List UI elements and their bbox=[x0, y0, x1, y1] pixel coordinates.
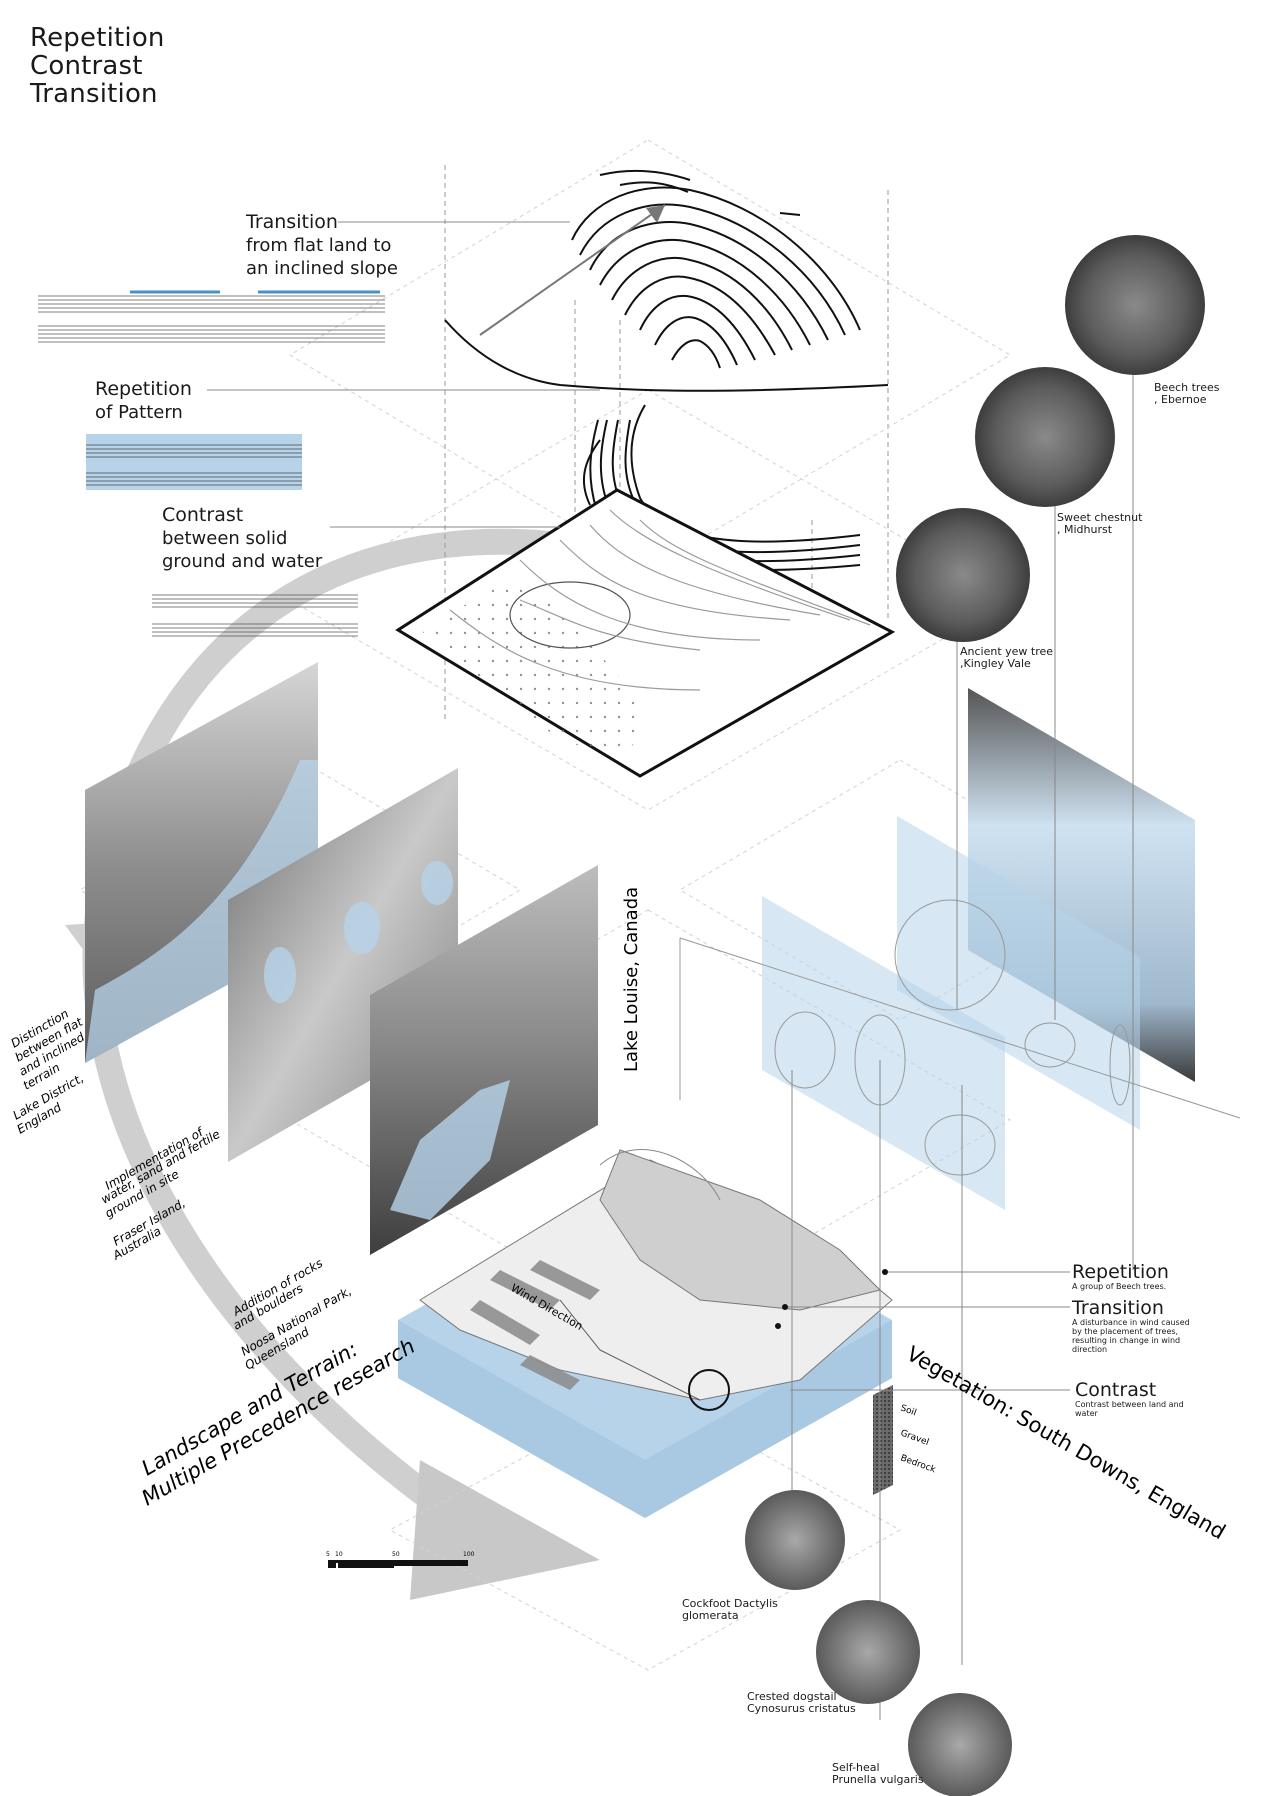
legend-desc: water bbox=[1075, 1409, 1098, 1418]
legend-contrast: Contrast Contrast between land and water bbox=[1075, 1380, 1184, 1418]
vegetation-frame bbox=[679, 937, 1241, 1119]
tree-place: , Midhurst bbox=[1057, 523, 1113, 536]
plan-diamond bbox=[395, 488, 896, 778]
plant-caption-cocksfoot: Cockfoot Dactylis glomerata bbox=[682, 1598, 778, 1622]
legend-transition: Transition A disturbance in wind caused … bbox=[1072, 1298, 1190, 1354]
scale-10: 10 bbox=[335, 1551, 343, 1558]
site-block bbox=[398, 1149, 893, 1518]
tree-name: Sweet chestnut bbox=[1057, 511, 1143, 524]
label-contrast: Contrast between solid ground and water bbox=[162, 504, 322, 573]
label-body: from flat land to bbox=[246, 235, 392, 256]
vegetation-title: Vegetation: South Downs, England bbox=[903, 1342, 1230, 1545]
tree-disc-chestnut bbox=[975, 367, 1115, 507]
tree-disc-yew bbox=[896, 508, 1030, 642]
plant-name: Cynosurus cristatus bbox=[747, 1702, 856, 1715]
tree-caption-yew: Ancient yew tree ,Kingley Vale bbox=[960, 646, 1053, 670]
legend-desc: resulting in change in wind bbox=[1072, 1336, 1181, 1345]
plant-name: Prunella vulgaris bbox=[832, 1773, 924, 1786]
vegetation-sketches bbox=[774, 899, 1131, 1176]
stratum-soil: Soil bbox=[899, 1403, 918, 1418]
tree-name: Ancient yew tree bbox=[960, 645, 1054, 658]
photo-noosa bbox=[370, 865, 598, 1255]
legend-desc: A disturbance in wind caused bbox=[1072, 1318, 1190, 1327]
title-line: Transition bbox=[30, 79, 158, 109]
plant-name: Crested dogstail bbox=[747, 1690, 837, 1703]
scale-bar-graphic bbox=[328, 1560, 468, 1568]
score-contrast bbox=[152, 594, 358, 637]
plant-disc-selfheal bbox=[908, 1693, 1012, 1796]
score-transition bbox=[38, 290, 385, 343]
tree-name: Beech trees bbox=[1154, 381, 1220, 394]
tree-place: , Ebernoe bbox=[1154, 393, 1207, 406]
photo-fraser-island bbox=[228, 768, 458, 1162]
label-body: between solid bbox=[162, 528, 288, 549]
stratum-bedrock: Bedrock bbox=[899, 1453, 938, 1475]
scale-100: 100 bbox=[463, 1551, 475, 1558]
legend-desc: by the placement of trees, bbox=[1072, 1327, 1179, 1336]
plant-name: Self-heal bbox=[832, 1761, 880, 1774]
plant-caption-selfheal: Self-heal Prunella vulgaris bbox=[832, 1762, 924, 1786]
label-head: Repetition bbox=[95, 378, 192, 400]
legend-desc: direction bbox=[1072, 1345, 1108, 1354]
legend-head: Contrast bbox=[1075, 1379, 1157, 1401]
label-head: Contrast bbox=[162, 504, 244, 526]
plant-disc-dogstail bbox=[816, 1600, 920, 1704]
title-line: Contrast bbox=[30, 51, 143, 81]
label-body: ground and water bbox=[162, 551, 323, 572]
title-line: Repetition bbox=[30, 23, 165, 53]
vegetation-panel-front bbox=[762, 896, 1005, 1210]
tree-caption-chestnut: Sweet chestnut , Midhurst bbox=[1057, 512, 1142, 536]
stratum-gravel: Gravel bbox=[899, 1428, 930, 1448]
score-repetition bbox=[86, 434, 302, 490]
label-body: an inclined slope bbox=[246, 258, 398, 279]
tree-disc-beech bbox=[1065, 235, 1205, 375]
label-transition: Transition from flat land to an inclined… bbox=[246, 211, 398, 280]
vegetation-panel-back bbox=[897, 816, 1140, 1130]
score-repetition-lines bbox=[86, 444, 302, 486]
page-title: Repetition Contrast Transition bbox=[30, 24, 165, 108]
center-vertical-label: Lake Louise, Canada bbox=[621, 887, 642, 1072]
plant-caption-dogstail: Crested dogstail Cynosurus cristatus bbox=[747, 1691, 856, 1715]
plant-disc-cocksfoot bbox=[745, 1490, 845, 1590]
tree-caption-beech: Beech trees , Ebernoe bbox=[1154, 382, 1219, 406]
contour-map bbox=[444, 169, 889, 571]
scale-50: 50 bbox=[392, 1551, 400, 1558]
legend-head: Transition bbox=[1072, 1297, 1164, 1319]
legend-desc: A group of Beech trees. bbox=[1072, 1282, 1167, 1291]
legend-desc: Contrast between land and bbox=[1075, 1400, 1184, 1409]
tree-place: ,Kingley Vale bbox=[960, 657, 1031, 670]
label-body: of Pattern bbox=[95, 402, 183, 423]
legend-repetition: Repetition A group of Beech trees. bbox=[1072, 1262, 1169, 1291]
scale-5: 5 bbox=[326, 1551, 330, 1558]
connector-dots bbox=[775, 1269, 888, 1329]
plant-name: Cockfoot Dactylis bbox=[682, 1597, 778, 1610]
plant-name: glomerata bbox=[682, 1609, 739, 1622]
legend-head: Repetition bbox=[1072, 1261, 1169, 1283]
label-head: Transition bbox=[246, 211, 338, 233]
label-repetition: Repetition of Pattern bbox=[95, 378, 192, 424]
